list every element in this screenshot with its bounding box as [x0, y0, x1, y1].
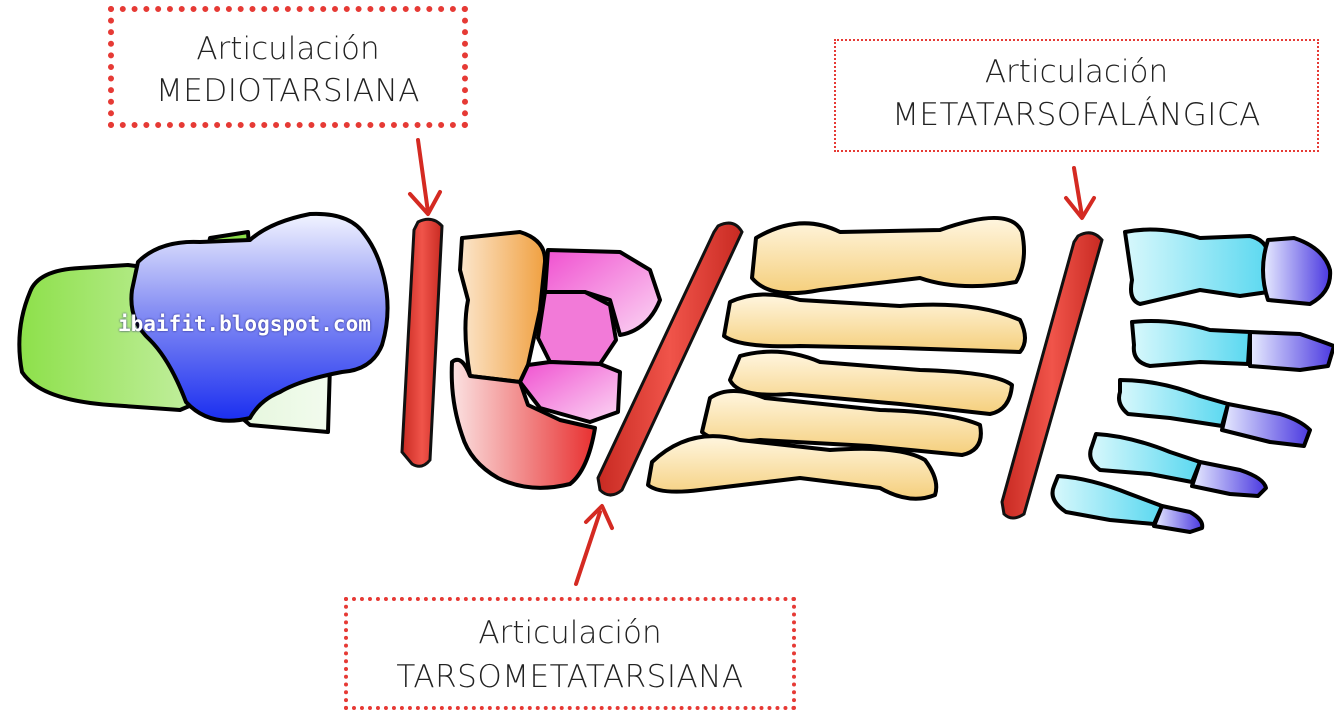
watermark-text: ibaifit.blogspot.com [118, 312, 371, 336]
label-tarsometatarsiana-line2: TARSOMETATARSIANA [348, 655, 792, 699]
phalanges-group [1053, 230, 1334, 532]
label-mediotarsiana-line1: Articulación [114, 28, 462, 70]
cuneiform-pink-middle [538, 292, 616, 364]
proximal-phalanx-3 [1119, 380, 1228, 426]
distal-phalanx-1 [1263, 238, 1330, 304]
metatarsal-1 [752, 218, 1024, 293]
distal-phalanx-4 [1192, 462, 1266, 496]
distal-phalanx-5 [1154, 506, 1202, 532]
metatarsal-2 [724, 294, 1025, 352]
proximal-phalanx-5 [1053, 476, 1163, 524]
proximal-phalanx-2 [1132, 321, 1250, 366]
proximal-phalanx-1 [1125, 230, 1270, 304]
label-tarsometatarsiana: Articulación TARSOMETATARSIANA [344, 597, 796, 710]
navicular-orange-bone [460, 232, 545, 382]
label-metatarsofalangica-line2: METATARSOFALÁNGICA [836, 93, 1317, 137]
label-metatarsofalangica: Articulación METATARSOFALÁNGICA [834, 39, 1319, 152]
label-tarsometatarsiana-line1: Articulación [348, 611, 792, 655]
label-mediotarsiana: Articulación MEDIOTARSIANA [108, 6, 468, 128]
label-metatarsofalangica-line1: Articulación [836, 51, 1317, 93]
distal-phalanx-2 [1250, 332, 1334, 370]
proximal-phalanx-4 [1090, 434, 1200, 482]
arrow-mediotarsiana [418, 140, 428, 212]
label-mediotarsiana-line2: MEDIOTARSIANA [114, 70, 462, 112]
mediotarsal-joint-bar [402, 219, 442, 466]
distal-phalanx-3 [1222, 404, 1310, 446]
